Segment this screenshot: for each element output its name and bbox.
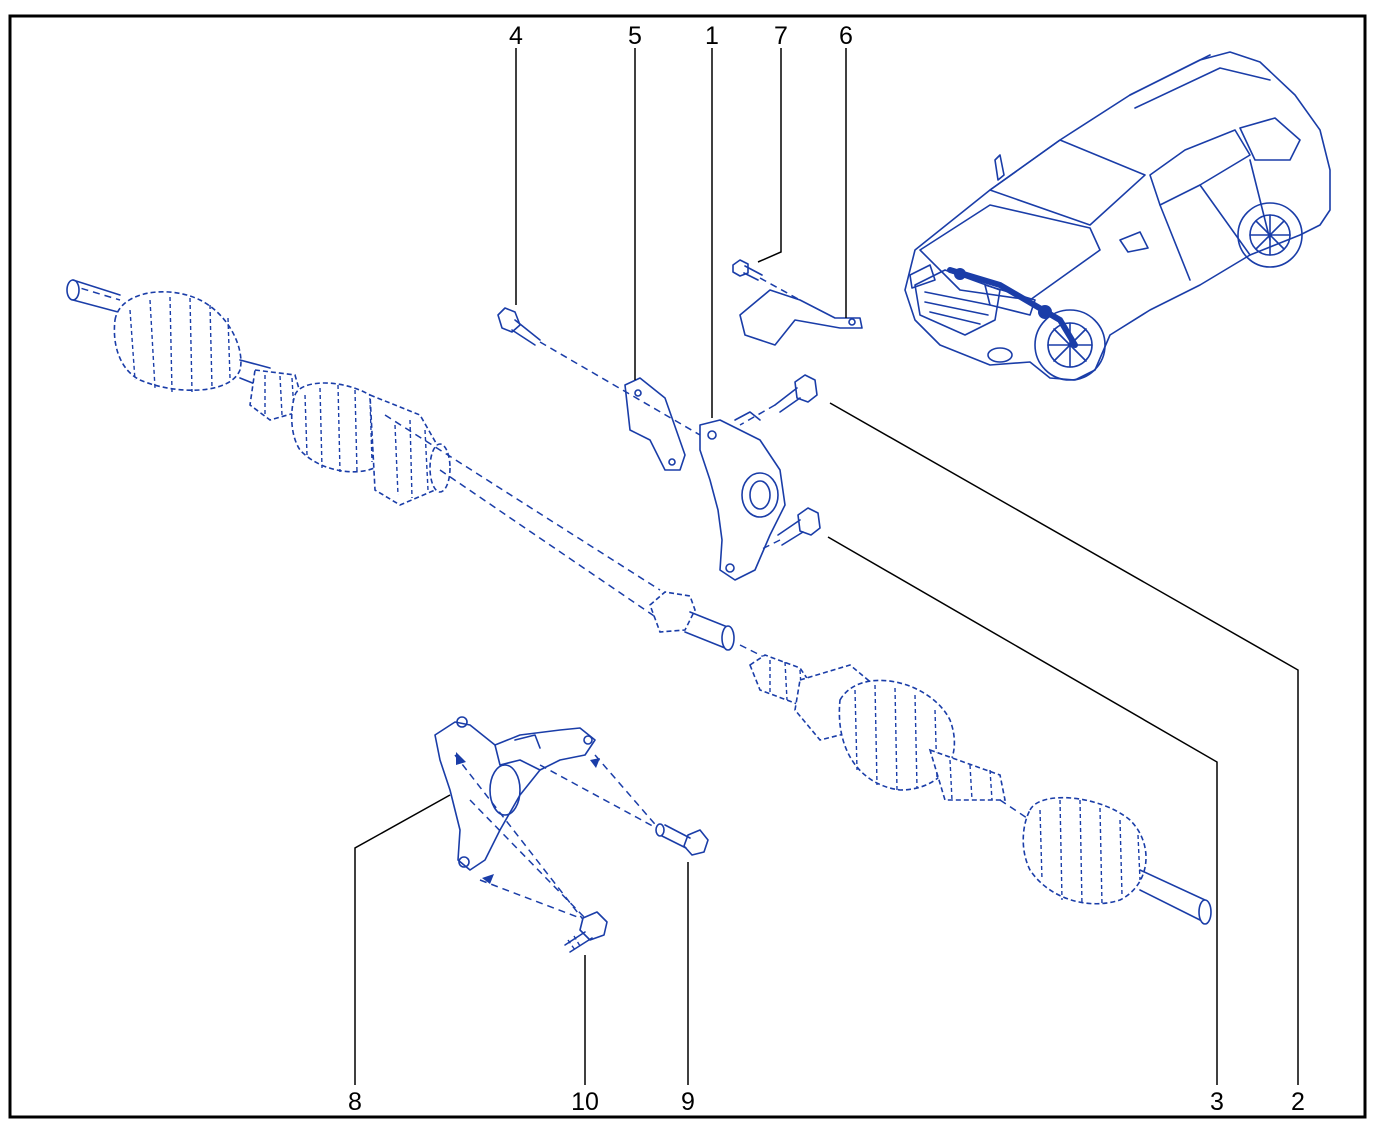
callout-2: 2 (1291, 1088, 1305, 1116)
callout-10: 10 (571, 1088, 599, 1116)
bolt-2 (739, 374, 818, 426)
heat-shield (739, 289, 863, 346)
right-driveshaft (749, 654, 1212, 925)
callout-6: 6 (839, 22, 853, 50)
callout-7: 7 (774, 22, 788, 50)
callout-9: 9 (681, 1088, 695, 1116)
callout-5: 5 (628, 22, 642, 50)
callout-1: 1 (705, 22, 719, 50)
callout-3: 3 (1210, 1088, 1224, 1116)
callout-4: 4 (509, 22, 523, 50)
bolt-10 (564, 911, 608, 953)
bolt-3 (759, 507, 821, 551)
leader-2 (829, 402, 1299, 1085)
bolt-4 (497, 307, 701, 436)
diagram-frame (8, 14, 1367, 1119)
intermediate-shaft (649, 591, 771, 661)
leader-7 (757, 48, 782, 263)
bearing-bracket (699, 411, 786, 581)
left-driveshaft (66, 279, 661, 621)
bolt-7 (732, 259, 801, 301)
lower-bracket (434, 716, 661, 923)
leader-8 (354, 794, 451, 1085)
leader-lines (354, 48, 1299, 1085)
leader-3 (827, 536, 1218, 1085)
retaining-plate (624, 377, 686, 471)
bolt-9 (655, 823, 709, 856)
callout-8: 8 (348, 1088, 362, 1116)
vehicle-locator-icon (904, 51, 1331, 381)
